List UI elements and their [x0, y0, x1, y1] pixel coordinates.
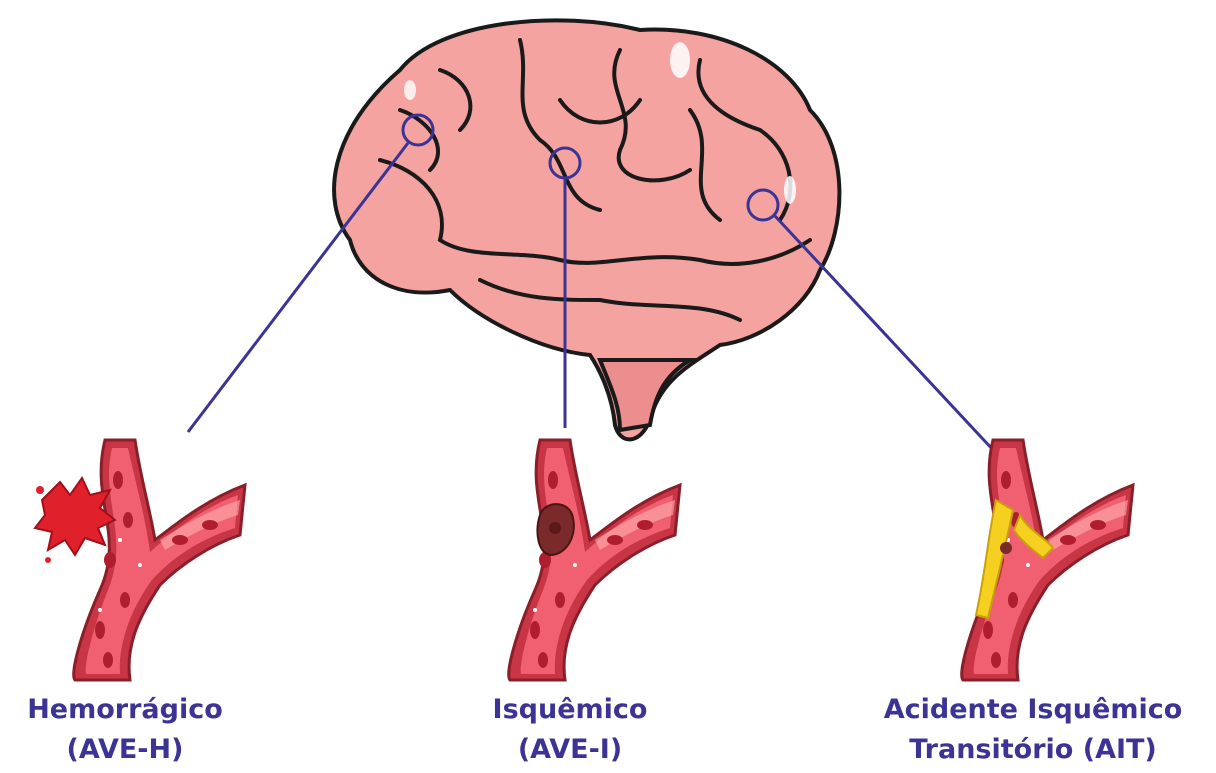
connector-right	[775, 216, 995, 452]
brain-illustration	[334, 20, 839, 439]
label-ischemic-line1: Isquêmico	[445, 690, 695, 730]
connector-left	[188, 143, 408, 432]
plaque-narrowed-vessel-icon	[962, 440, 1133, 680]
clot-blocked-vessel-icon	[509, 440, 680, 680]
label-hemorrhagic-line1: Hemorrágico	[0, 690, 250, 730]
label-transient-ischemic-line1: Acidente Isquêmico	[850, 690, 1216, 730]
label-ischemic: Isquêmico (AVE-I)	[445, 690, 695, 770]
label-transient-ischemic: Acidente Isquêmico Transitório (AIT)	[850, 690, 1216, 770]
label-transient-ischemic-line2: Transitório (AIT)	[850, 730, 1216, 770]
ruptured-vessel-icon	[35, 440, 245, 680]
label-hemorrhagic: Hemorrágico (AVE-H)	[0, 690, 250, 770]
label-ischemic-line2: (AVE-I)	[445, 730, 695, 770]
label-hemorrhagic-line2: (AVE-H)	[0, 730, 250, 770]
